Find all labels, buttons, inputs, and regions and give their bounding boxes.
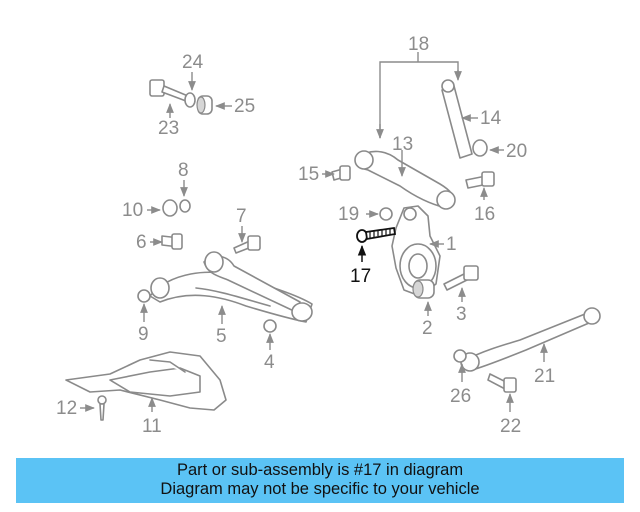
callout-6: 6 bbox=[136, 232, 147, 253]
callout-8: 8 bbox=[178, 160, 189, 181]
callout-5: 5 bbox=[216, 326, 227, 347]
callout-9: 9 bbox=[138, 324, 149, 345]
part-7-bolt bbox=[233, 235, 261, 254]
callout-3: 3 bbox=[456, 304, 467, 325]
callout-4: 4 bbox=[264, 352, 275, 373]
callout-24: 24 bbox=[182, 52, 204, 73]
part-5-control-arm bbox=[149, 251, 313, 323]
callout-16: 16 bbox=[474, 204, 495, 225]
part-26-nut bbox=[453, 349, 467, 363]
part-12-clip bbox=[97, 395, 107, 421]
part-22-bolt bbox=[487, 373, 517, 393]
part-1-knuckle bbox=[391, 205, 441, 297]
part-4-nut bbox=[263, 319, 277, 333]
part-24-washer bbox=[184, 92, 196, 108]
part-2-bushing bbox=[412, 279, 435, 299]
part-11-shield bbox=[65, 351, 227, 411]
part-23-bolt bbox=[149, 79, 189, 102]
part-13-upper-arm bbox=[354, 150, 456, 210]
callout-7: 7 bbox=[236, 206, 247, 227]
part-14-link bbox=[441, 79, 473, 159]
callout-13: 13 bbox=[392, 134, 413, 155]
part-19-nut bbox=[379, 207, 393, 221]
part-9-nut bbox=[137, 289, 151, 303]
callout-12: 12 bbox=[56, 398, 77, 419]
callout-23: 23 bbox=[158, 118, 179, 139]
callout-21: 21 bbox=[534, 366, 555, 387]
part-3-bolt bbox=[443, 265, 479, 291]
banner-line-1: Part or sub-assembly is #17 in diagram bbox=[176, 461, 464, 479]
callout-25: 25 bbox=[234, 96, 255, 117]
callout-18: 18 bbox=[408, 34, 429, 55]
part-15-bolt bbox=[331, 165, 351, 181]
callout-26: 26 bbox=[450, 386, 471, 407]
callout-20: 20 bbox=[506, 141, 527, 162]
callout-1: 1 bbox=[446, 234, 457, 255]
callout-10: 10 bbox=[122, 200, 143, 221]
callout-22: 22 bbox=[500, 416, 521, 437]
callout-19: 19 bbox=[338, 204, 359, 225]
part-21-lateral-link bbox=[460, 307, 601, 372]
callout-14: 14 bbox=[480, 108, 502, 129]
part-20-bushing bbox=[472, 139, 488, 157]
callout-15: 15 bbox=[298, 164, 319, 185]
part-6-bolt bbox=[161, 233, 183, 250]
callout-11: 11 bbox=[142, 416, 162, 437]
part-17-bolt bbox=[356, 226, 397, 243]
info-banner: Part or sub-assembly is #17 in diagram D… bbox=[16, 458, 624, 503]
banner-line-2: Diagram may not be specific to your vehi… bbox=[160, 480, 480, 498]
part-16-bolt bbox=[465, 171, 495, 189]
part-10-bushing bbox=[162, 199, 178, 217]
part-8-nut bbox=[179, 199, 191, 213]
part-25-bushing bbox=[196, 95, 213, 115]
callout-17: 17 bbox=[350, 266, 371, 287]
callout-2: 2 bbox=[422, 318, 433, 339]
parts-diagram: 1 2 3 4 5 6 7 8 9 10 11 12 13 14 15 16 1… bbox=[56, 34, 601, 437]
